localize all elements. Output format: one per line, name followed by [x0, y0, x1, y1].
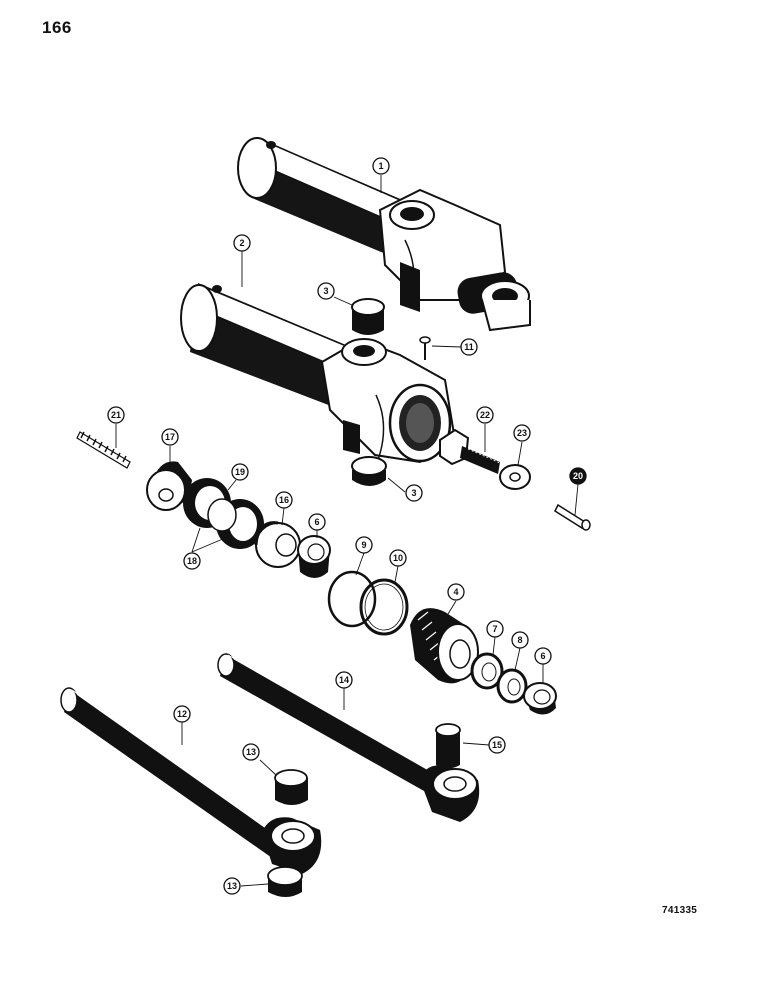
svg-text:15: 15	[492, 740, 502, 750]
svg-text:6: 6	[540, 651, 545, 661]
spring-part-21	[76, 431, 131, 469]
callout-13-upper: 13	[242, 743, 260, 761]
callout-17: 17	[161, 428, 179, 446]
bushing-part-3-upper	[351, 298, 385, 335]
callout-11: 11	[460, 338, 478, 356]
svg-text:6: 6	[314, 517, 319, 527]
seal-part-7	[470, 652, 504, 690]
callout-9: 9	[355, 536, 373, 554]
cylinder-barrel-part-2	[180, 283, 457, 464]
bushing-part-6-upper	[297, 535, 331, 578]
callout-4: 4	[447, 583, 465, 601]
piston-rod-part-12	[60, 687, 322, 874]
callout-3-lower: 3	[405, 484, 423, 502]
callout-12: 12	[173, 705, 191, 723]
wear-ring-part-16	[254, 521, 301, 568]
wiper-part-8	[496, 668, 528, 704]
callout-2: 2	[233, 234, 251, 252]
svg-text:22: 22	[480, 410, 490, 420]
callout-19: 19	[231, 463, 249, 481]
callout-14: 14	[335, 671, 353, 689]
callout-10: 10	[389, 549, 407, 567]
callout-7: 7	[486, 620, 504, 638]
callout-13-lower: 13	[223, 877, 241, 895]
seal-ring-part-18	[207, 498, 264, 549]
svg-text:19: 19	[235, 467, 245, 477]
callout-20: 20	[569, 467, 587, 485]
piston-rod-part-14	[217, 653, 480, 822]
svg-text:23: 23	[517, 428, 527, 438]
backup-ring-part-10	[359, 578, 409, 636]
svg-text:21: 21	[111, 410, 121, 420]
page-number: 166	[42, 18, 72, 37]
callout-1: 1	[372, 157, 390, 175]
svg-text:11: 11	[464, 342, 474, 352]
cylinder-barrel-part-1	[237, 137, 531, 332]
svg-text:1: 1	[378, 161, 383, 171]
callout-23: 23	[513, 424, 531, 442]
bushing-part-15	[435, 723, 461, 769]
washer-part-23	[499, 464, 531, 490]
svg-text:3: 3	[323, 286, 328, 296]
callout-18: 18	[183, 552, 201, 570]
svg-text:13: 13	[227, 881, 237, 891]
svg-text:20: 20	[573, 471, 583, 481]
svg-text:16: 16	[279, 495, 289, 505]
svg-text:14: 14	[339, 675, 349, 685]
svg-text:12: 12	[177, 709, 187, 719]
pin-part-20	[554, 503, 591, 531]
bushing-part-3-lower	[351, 456, 387, 486]
grease-fitting-part-11	[419, 336, 431, 360]
svg-text:4: 4	[453, 587, 458, 597]
svg-text:7: 7	[492, 624, 497, 634]
svg-text:18: 18	[187, 556, 197, 566]
svg-text:9: 9	[361, 540, 366, 550]
svg-text:3: 3	[411, 488, 416, 498]
callout-22: 22	[476, 406, 494, 424]
svg-text:10: 10	[393, 553, 403, 563]
piston-head-part-17	[146, 461, 192, 511]
svg-text:2: 2	[239, 238, 244, 248]
bushing-part-13-upper	[274, 769, 308, 805]
o-ring-part-9	[327, 570, 377, 628]
gland-part-4	[410, 608, 479, 684]
callout-3-upper: 3	[317, 282, 335, 300]
callout-6-lower: 6	[534, 647, 552, 665]
callout-16: 16	[275, 491, 293, 509]
bushing-part-6-lower	[523, 682, 557, 715]
svg-text:13: 13	[246, 747, 256, 757]
figure-code: 741335	[662, 905, 698, 916]
svg-text:8: 8	[517, 635, 522, 645]
adjusting-screw-part-22	[439, 428, 501, 474]
callout-15: 15	[488, 736, 506, 754]
bushing-part-13-lower	[267, 866, 303, 897]
callout-6-upper: 6	[308, 513, 326, 531]
callout-21: 21	[107, 406, 125, 424]
svg-text:17: 17	[165, 432, 175, 442]
leader-lines	[115, 175, 579, 887]
callout-8: 8	[511, 631, 529, 649]
